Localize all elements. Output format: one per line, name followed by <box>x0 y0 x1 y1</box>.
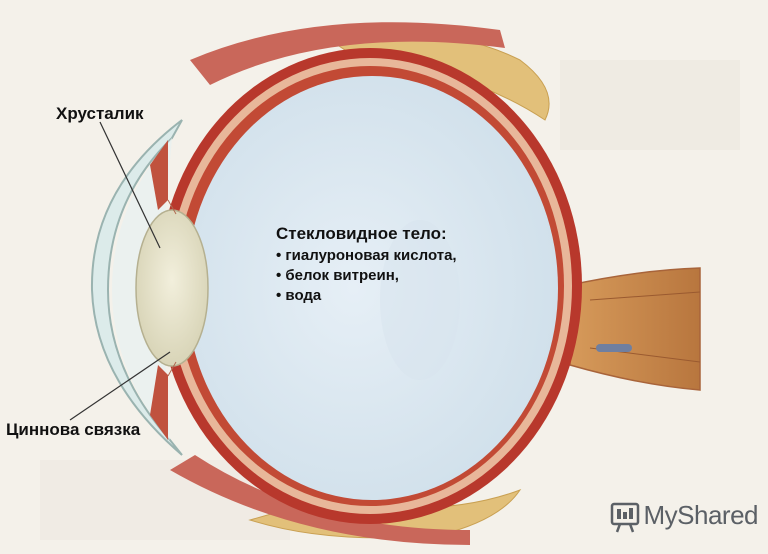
watermark-text: MyShared <box>644 500 759 531</box>
vitreous-item: вода <box>276 286 457 306</box>
lens-label: Хрусталик <box>56 104 144 124</box>
vitreous-item: белок витреин, <box>276 266 457 286</box>
vitreous-title: Стекловидное тело: <box>276 224 457 244</box>
zonule-label: Циннова связка <box>6 420 140 440</box>
vitreous-composition-list: гиалуроновая кислота, белок витреин, вод… <box>276 246 457 306</box>
vitreous-item: гиалуроновая кислота, <box>276 246 457 266</box>
lens <box>136 210 208 366</box>
watermark: MyShared <box>608 500 759 531</box>
vitreous-annotation: Стекловидное тело: гиалуроновая кислота,… <box>276 224 457 306</box>
central-retinal-vessel <box>596 344 632 352</box>
background-faded-panel <box>560 60 740 150</box>
watermark-icon-spacer <box>608 501 638 531</box>
